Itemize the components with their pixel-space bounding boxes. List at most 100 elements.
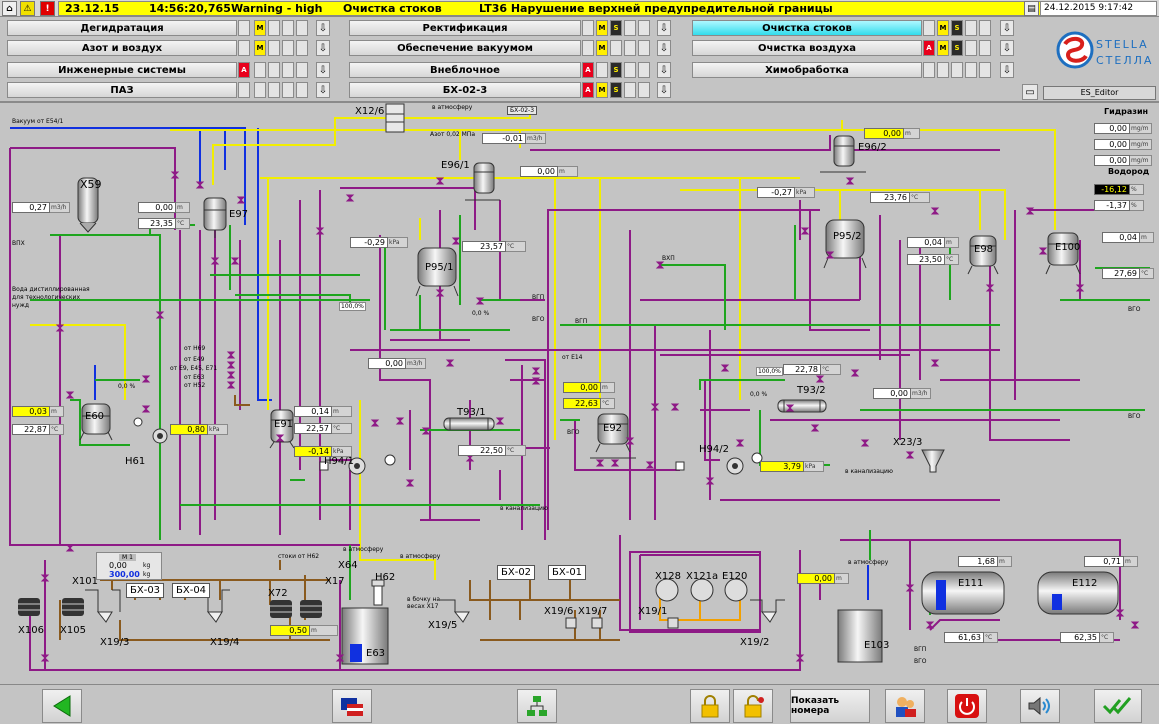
p95-2-temp[interactable]: 23,76°C [870, 192, 930, 203]
area-button-chemical[interactable]: Химобработка [692, 62, 922, 78]
show-numbers-button[interactable]: Показать номера [790, 689, 870, 723]
area-down-arrow-icon[interactable]: ⇩ [657, 20, 671, 36]
scale-m1[interactable]: M 1 0,00 kg 300,00 kg [96, 552, 162, 580]
sound-button[interactable] [1020, 689, 1060, 723]
logo-text-bottom: СТЕЛЛА [1096, 54, 1154, 67]
area-down-arrow-icon[interactable]: ⇩ [657, 40, 671, 56]
back-button[interactable] [42, 689, 82, 723]
t93-1-temp[interactable]: 22,50°C [458, 445, 526, 456]
area-down-arrow-icon[interactable]: ⇩ [316, 20, 330, 36]
area-button-vacuum[interactable]: Обеспечение вакуумом [349, 40, 581, 56]
area-down-arrow-icon[interactable]: ⇩ [1000, 62, 1014, 78]
bx02-tag[interactable]: БХ-02 [497, 565, 536, 580]
t93-2-temp[interactable]: 22,78°C [783, 364, 841, 375]
area-button-engineering[interactable]: Инженерные системы [7, 62, 237, 78]
area-down-arrow-icon[interactable]: ⇩ [316, 82, 330, 98]
editor-label[interactable]: ES_Editor [1043, 86, 1156, 100]
unlock-icon [744, 695, 764, 718]
power-icon [955, 694, 979, 718]
area-down-arrow-icon[interactable]: ⇩ [316, 40, 330, 56]
x12-6-label: X12/6 [355, 106, 385, 117]
e111-temp[interactable]: 61,63°C [944, 632, 998, 643]
e100-temp[interactable]: 27,69°C [1102, 268, 1154, 279]
area-button-wastewater[interactable]: Очистка стоков [692, 20, 922, 36]
e92-temp[interactable]: 22,63°C [563, 398, 615, 409]
from-e9-label: от E9, E45, E71 [170, 365, 218, 372]
stella-logo: STELLA СТЕЛЛА [1056, 28, 1156, 74]
vgp-label-3: ВГП [914, 646, 927, 653]
warning-icon[interactable]: ⚠ [20, 1, 35, 16]
area-button-air-cleaning[interactable]: Очистка воздуха [692, 40, 922, 56]
x128-label: X128 [655, 571, 681, 582]
area-down-arrow-icon[interactable]: ⇩ [657, 82, 671, 98]
unlock-button[interactable] [733, 689, 773, 723]
hydrogen-value-1[interactable]: -16,12% [1094, 184, 1144, 195]
e60-temp[interactable]: 22,87°C [12, 424, 64, 435]
area-down-arrow-icon[interactable]: ⇩ [1000, 40, 1014, 56]
valve-percent-4: 0,0 % [750, 391, 768, 398]
e112-temp[interactable]: 62,35°C [1060, 632, 1114, 643]
bx03-tag[interactable]: БХ-03 [126, 583, 165, 598]
area-button-rectification[interactable]: Ректификация [349, 20, 581, 36]
h62-label: H62 [375, 572, 396, 583]
area-down-arrow-icon[interactable]: ⇩ [316, 62, 330, 78]
alarm-message-row[interactable]: 23.12.15 14:56:20,765 Warning - high Очи… [58, 1, 1058, 16]
bx01-tag[interactable]: БХ-01 [548, 565, 587, 580]
users-button[interactable] [885, 689, 925, 723]
scale-m1-label: M 1 [119, 554, 136, 561]
power-button[interactable] [947, 689, 987, 723]
calendar-icon[interactable]: ▤ [1024, 1, 1039, 16]
e97-temp[interactable]: 23,35°C [138, 218, 190, 229]
alarm-date: 23.12.15 [65, 2, 120, 15]
home-icon[interactable]: ⌂ [2, 1, 17, 16]
area-button-paz[interactable]: ПАЗ [7, 82, 237, 98]
acknowledge-button[interactable] [1094, 689, 1142, 723]
area-button-nitrogen-air[interactable]: Азот и воздух [7, 40, 237, 56]
monitor-icon[interactable]: ▭ [1022, 84, 1038, 100]
lock-button[interactable] [690, 689, 730, 723]
hydrogen-value-2[interactable]: -1,37% [1094, 200, 1144, 211]
alarm-icon[interactable]: ! [40, 1, 55, 16]
back-arrow-icon [53, 695, 71, 717]
e91-temp[interactable]: 22,57°C [294, 423, 352, 434]
p95-1-temp[interactable]: 23,57°C [462, 241, 526, 252]
x19-3-label: X19/3 [100, 637, 130, 648]
e98-temp[interactable]: 23,50°C [907, 254, 959, 265]
area-down-arrow-icon[interactable]: ⇩ [1000, 20, 1014, 36]
area-button-offblock[interactable]: Внеблочное [349, 62, 581, 78]
x106-label: X106 [18, 625, 44, 636]
area-down-arrow-icon[interactable]: ⇩ [657, 62, 671, 78]
language-button[interactable] [332, 689, 372, 723]
bx04-tag[interactable]: БХ-04 [172, 583, 211, 598]
x19-7-label: X19/7 [578, 606, 608, 617]
from-h52-label: от H52 [184, 382, 206, 389]
network-button[interactable] [517, 689, 557, 723]
area-button-dehydration[interactable]: Дегидратация [7, 20, 237, 36]
area-button-bx023[interactable]: БХ-02-3 [349, 82, 581, 98]
p95-2-label: P95/2 [833, 231, 862, 242]
